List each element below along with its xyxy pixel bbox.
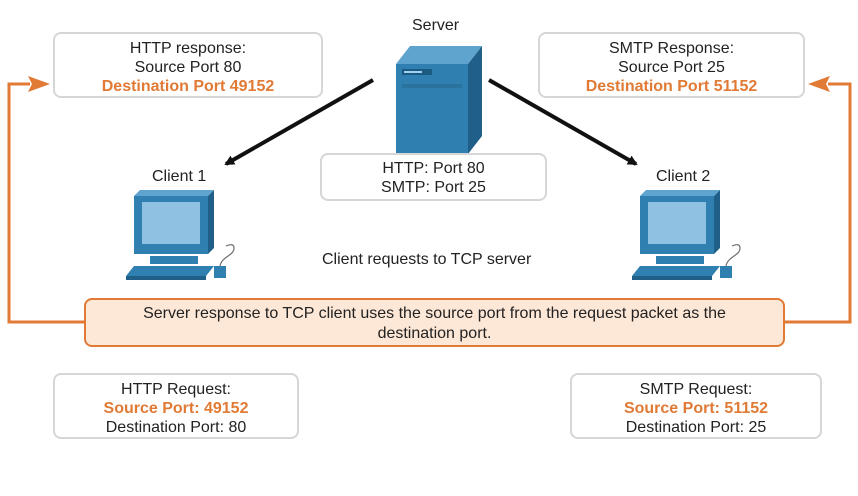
server-port-smtp: SMTP: Port 25 xyxy=(381,179,486,196)
smtp-response-title: SMTP Response: xyxy=(608,40,735,57)
client1-computer-icon xyxy=(126,190,235,280)
smtp-response-source: Source Port 25 xyxy=(618,59,725,76)
http-request-source: Source Port: 49152 xyxy=(103,400,249,417)
smtp-request-title: SMTP Request: xyxy=(639,381,753,398)
http-request-title: HTTP Request: xyxy=(121,381,231,398)
server-to-client2-arrow xyxy=(488,78,638,166)
response-note-line2: destination port. xyxy=(377,325,492,342)
smtp-response-destination: Destination Port 51152 xyxy=(585,78,758,95)
response-path-right xyxy=(784,82,852,324)
server-to-client1-arrow xyxy=(224,78,374,166)
http-response-destination: Destination Port 49152 xyxy=(101,78,275,95)
response-path-left xyxy=(7,82,85,324)
smtp-response-box: SMTP Response: Source Port 25 Destinatio… xyxy=(538,32,805,98)
client1-label: Client 1 xyxy=(152,168,207,185)
http-response-box: HTTP response: Source Port 80 Destinatio… xyxy=(53,32,323,98)
http-response-title: HTTP response: xyxy=(129,40,247,57)
client2-computer-icon xyxy=(632,190,741,280)
smtp-request-box: SMTP Request: Source Port: 51152 Destina… xyxy=(570,373,822,439)
server-ports-box: HTTP: Port 80 SMTP: Port 25 xyxy=(320,153,547,201)
response-note: Server response to TCP client uses the s… xyxy=(84,298,785,347)
response-arrowhead-left xyxy=(28,76,50,92)
request-caption: Client requests to TCP server xyxy=(322,251,532,268)
server-port-http: HTTP: Port 80 xyxy=(382,160,485,177)
response-arrowhead-right xyxy=(808,76,830,92)
client2-label: Client 2 xyxy=(656,168,711,185)
smtp-request-source: Source Port: 51152 xyxy=(623,400,769,417)
http-response-source: Source Port 80 xyxy=(134,59,242,76)
server-label: Server xyxy=(412,17,460,34)
http-request-box: HTTP Request: Source Port: 49152 Destina… xyxy=(53,373,299,439)
http-request-destination: Destination Port: 80 xyxy=(105,419,247,436)
response-note-line1: Server response to TCP client uses the s… xyxy=(143,305,726,322)
server-icon xyxy=(396,46,482,154)
smtp-request-destination: Destination Port: 25 xyxy=(625,419,767,436)
